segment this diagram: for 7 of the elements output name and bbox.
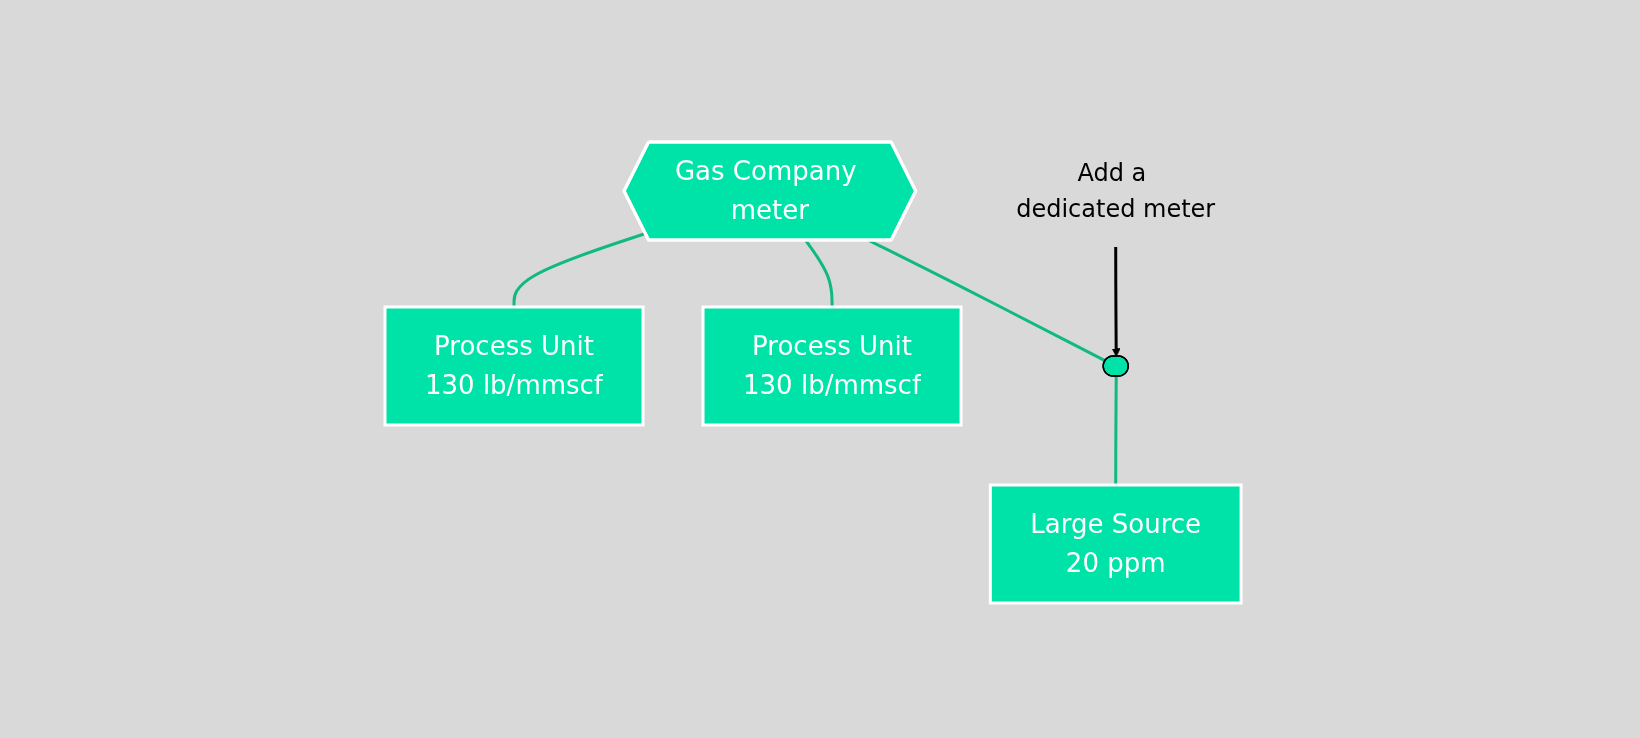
- connector: [1113, 376, 1118, 485]
- arrow: [1111, 247, 1121, 357]
- connector: [512, 232, 646, 307]
- node-text: Add a dedicated meter: [1015, 159, 1215, 223]
- node-box: Process Unit 130 lb/mmscf: [701, 305, 963, 427]
- node-box: Process Unit 130 lb/mmscf: [383, 305, 645, 427]
- node-box: Large Source 20 ppm: [988, 483, 1243, 605]
